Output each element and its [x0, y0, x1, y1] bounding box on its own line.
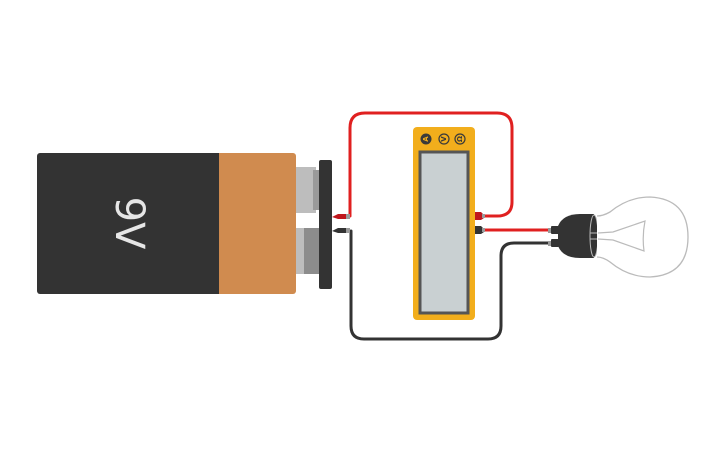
- amps-mode-icon[interactable]: [420, 133, 432, 145]
- battery[interactable]: 9V: [37, 153, 350, 294]
- svg-text:A: A: [422, 136, 430, 142]
- multimeter[interactable]: A V Ω: [413, 127, 485, 320]
- multimeter-positive-port[interactable]: [475, 212, 484, 220]
- battery-voltage-label: 9V: [106, 197, 152, 250]
- multimeter-negative-port[interactable]: [475, 226, 484, 234]
- battery-negative-terminal[interactable]: [296, 228, 304, 274]
- light-bulb[interactable]: [548, 196, 689, 278]
- multimeter-display: [418, 150, 470, 315]
- negative-wire[interactable]: [349, 229, 552, 341]
- battery-body: [37, 153, 222, 294]
- ohms-mode-icon[interactable]: [454, 133, 466, 145]
- wires: [348, 111, 552, 341]
- mode-dial-ohms[interactable]: Ω: [454, 133, 466, 145]
- bulb-base: [558, 214, 594, 258]
- mode-dial-volts[interactable]: V: [438, 133, 450, 145]
- bulb-lead-plugs: [548, 226, 559, 247]
- volts-mode-icon[interactable]: [438, 133, 450, 145]
- svg-text:Ω: Ω: [456, 136, 464, 142]
- svg-text:V: V: [440, 136, 448, 142]
- mode-dial-amps[interactable]: A: [420, 133, 432, 145]
- multimeter-probe-ports: [475, 212, 485, 234]
- bulb-filament: [597, 220, 646, 252]
- battery-cap: [219, 153, 296, 294]
- positive-wire[interactable]: [348, 111, 514, 218]
- battery-lead-connectors: [332, 214, 350, 233]
- bulb-glass: [596, 196, 689, 278]
- battery-snap-plate: [319, 160, 332, 289]
- battery-positive-terminal[interactable]: [296, 167, 316, 213]
